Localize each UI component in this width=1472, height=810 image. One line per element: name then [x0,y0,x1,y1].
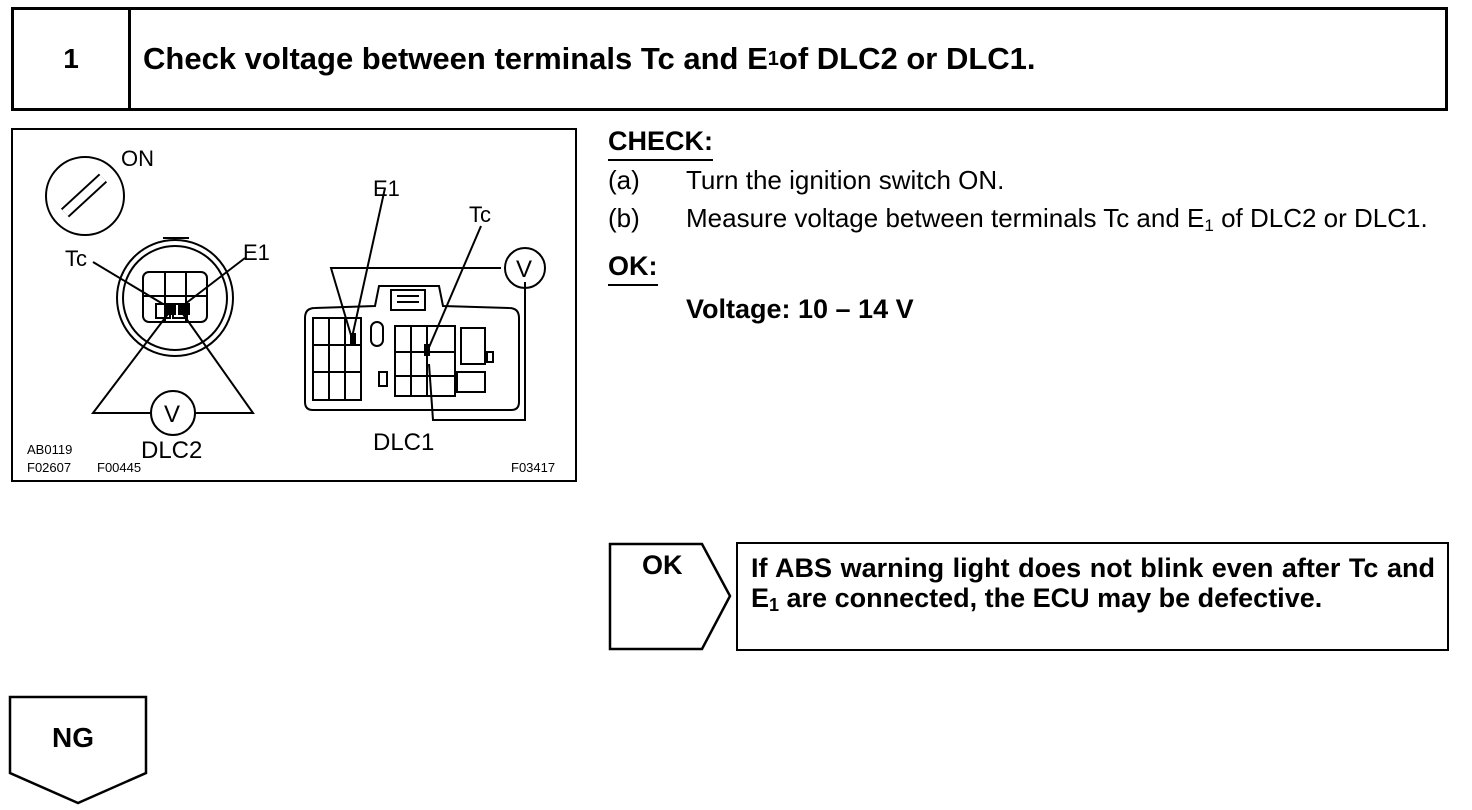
ok-heading: OK: [608,251,658,286]
figure-code-f02607: F02607 [27,460,71,475]
step-title-text: Check voltage between terminals Tc and E [143,41,768,76]
ok-result-label: OK [642,550,683,580]
step-number: 1 [14,10,131,108]
ignition-on-label: ON [121,146,154,171]
ng-arrow-icon [8,695,148,805]
figure-code-f03417: F03417 [511,460,555,475]
dlc1-voltmeter-label: V [516,256,532,283]
step-title-subscript: 1 [767,47,779,70]
ok-result-text-end: are connected, the ECU may be defective. [779,583,1323,613]
check-step-b-text: Measure voltage between terminals Tc and… [686,199,1458,245]
check-step-b: (b) Measure voltage between terminals Tc… [608,199,1458,245]
step-header: 1 Check voltage between terminals Tc and… [11,7,1448,111]
check-heading: CHECK: [608,126,713,161]
check-step-b-text-start: Measure voltage between terminals Tc and… [686,203,1205,233]
dlc2-e1-label: E1 [243,240,270,265]
dlc1-tc-label: Tc [469,202,491,227]
check-step-b-subscript: 1 [1204,216,1214,235]
dlc2-tc-label: Tc [65,246,87,271]
dlc2-voltmeter-label: V [164,401,180,428]
ignition-switch-icon [45,156,125,236]
connector-diagram-svg: ON Tc E1 V DLC2 E1 Tc V DLC1 AB0119 F026… [27,146,555,475]
figure-code-ab0119: AB0119 [27,442,72,457]
dlc2-voltmeter-icon [150,390,196,436]
step-title-text-end: of DLC2 or DLC1. [778,41,1036,76]
connector-diagram: ON Tc E1 V DLC2 E1 Tc V DLC1 AB0119 F026… [11,128,577,482]
check-step-b-label: (b) [608,203,640,233]
check-step-a-label: (a) [608,165,640,195]
ng-result-label: NG [52,722,94,753]
dlc2-connector-icon [116,237,234,357]
check-step-b-text-end: of DLC2 or DLC1. [1213,203,1428,233]
check-step-a: (a) Turn the ignition switch ON. [608,161,1458,199]
voltage-spec: Voltage: 10 – 14 V [686,294,914,324]
ignition-key-slot-icon [60,173,108,218]
check-step-a-text: Turn the ignition switch ON. [686,165,1005,195]
ok-arrow-icon [608,542,732,651]
ok-result-subscript: 1 [769,595,780,615]
dlc1-label: DLC1 [373,429,434,456]
dlc1-connector-icon [304,285,520,411]
check-section: CHECK: (a) Turn the ignition switch ON. … [608,126,1458,326]
figure-code-f00445: F00445 [97,460,141,475]
ok-result-text-start: If ABS warning light does not blink even… [751,553,1435,613]
step-title: Check voltage between terminals Tc and E… [131,10,1445,108]
dlc2-label: DLC2 [141,437,202,464]
ok-result-box: If ABS warning light does not blink even… [736,542,1449,651]
dlc1-voltmeter-icon [504,247,546,289]
dlc1-e1-label: E1 [373,176,400,201]
